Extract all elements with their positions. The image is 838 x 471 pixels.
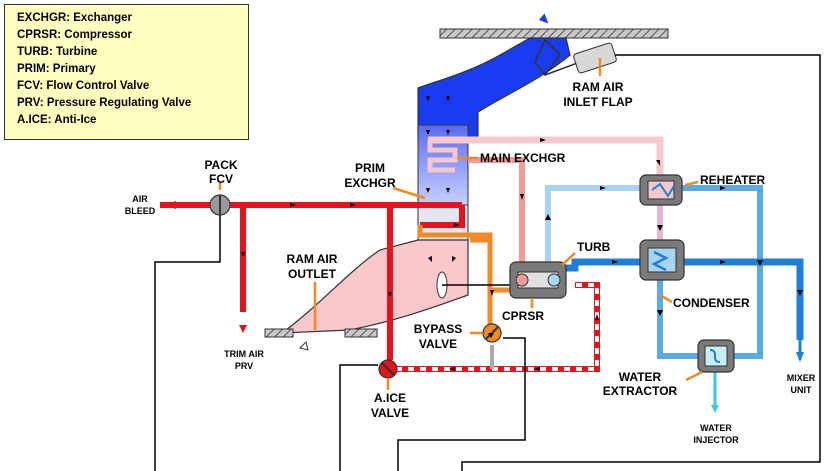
air-cycle-machine bbox=[509, 261, 567, 299]
legend-box: EXCHGR: Exchanger CPRSR: Compressor TURB… bbox=[4, 4, 249, 140]
trim-air-arrow bbox=[239, 325, 247, 333]
trim-air-label-1: TRIM AIR bbox=[224, 349, 264, 359]
prim-exchgr-label-1: PRIM bbox=[355, 161, 385, 175]
warm-air-lines bbox=[427, 136, 664, 265]
ram-air-inlet-flap-label-2: INLET FLAP bbox=[563, 95, 632, 109]
mixer-arrow bbox=[796, 352, 804, 362]
ram-air-inlet-flap-label-1: RAM AIR bbox=[573, 80, 624, 94]
water-extractor-label-1: WATER bbox=[619, 370, 662, 384]
reheater-label: REHEATER bbox=[700, 173, 765, 187]
ram-outlet-arrow bbox=[299, 341, 309, 351]
air-bleed-label-2: BLEED bbox=[125, 206, 156, 216]
diagram-labels: PACK FCV AIR BLEED TRIM AIR PRV RAM AIR … bbox=[125, 80, 816, 445]
prim-exchgr-label-2: EXCHGR bbox=[344, 176, 396, 190]
water-injector-label-1: WATER bbox=[700, 423, 732, 433]
main-exchgr-label: MAIN EXCHGR bbox=[480, 151, 566, 165]
trim-air-label-2: PRV bbox=[235, 361, 253, 371]
aice-valve-label-1: A.ICE bbox=[374, 391, 406, 405]
bypass-valve-label-1: BYPASS bbox=[414, 322, 462, 336]
cprsr-label: CPRSR bbox=[502, 309, 544, 323]
water-extractor-label-2: EXTRACTOR bbox=[603, 384, 678, 398]
legend-item: PRV: Pressure Regulating Valve bbox=[17, 97, 192, 109]
ram-air-duct bbox=[264, 28, 669, 338]
mixer-unit-label-1: MIXER bbox=[787, 373, 816, 383]
legend-item: TURB: Turbine bbox=[17, 46, 98, 58]
ram-outlet-structure-right bbox=[344, 328, 378, 338]
water-injector-label-2: INJECTOR bbox=[693, 435, 739, 445]
reheater-unit bbox=[639, 174, 683, 206]
turbine-wheel bbox=[547, 273, 561, 287]
pack-fcv-label-2: FCV bbox=[209, 172, 233, 186]
water-extractor-unit bbox=[697, 339, 735, 373]
leader-lines bbox=[218, 58, 703, 390]
ram-outlet-structure-left bbox=[264, 328, 294, 338]
legend-item: EXCHGR: Exchanger bbox=[17, 12, 133, 24]
condenser-label: CONDENSER bbox=[673, 296, 750, 310]
legend-item: PRIM: Primary bbox=[17, 63, 96, 75]
aice-valve bbox=[378, 359, 398, 379]
compressor-wheel bbox=[515, 273, 529, 287]
ram-inlet-structure bbox=[439, 28, 669, 39]
pack-fcv-label-1: PACK bbox=[204, 158, 237, 172]
legend-item: A.ICE: Anti-Ice bbox=[17, 114, 97, 126]
air-bleed-label-1: AIR bbox=[132, 194, 148, 204]
ram-inlet-arrow bbox=[538, 13, 549, 24]
ram-air-outlet-label-1: RAM AIR bbox=[287, 252, 338, 266]
aice-valve-label-2: VALVE bbox=[371, 406, 409, 420]
water-injector-arrow bbox=[711, 405, 719, 413]
pack-fcv-valve bbox=[209, 194, 231, 216]
inlet-flap-actuator-body bbox=[573, 42, 617, 74]
ram-inlet-duct bbox=[417, 37, 571, 141]
ram-air-outlet-label-2: OUTLET bbox=[288, 267, 337, 281]
mixer-unit-label-2: UNIT bbox=[791, 385, 812, 395]
air-bleed-arrow bbox=[176, 202, 184, 208]
bypass-valve-label-2: VALVE bbox=[419, 337, 457, 351]
anti-ice-line bbox=[396, 282, 600, 372]
condenser-unit bbox=[639, 239, 685, 281]
legend-item: FCV: Flow Control Valve bbox=[17, 80, 150, 92]
legend-item: CPRSR: Compressor bbox=[17, 29, 133, 41]
flow-arrows bbox=[164, 13, 804, 413]
turb-label: TURB bbox=[577, 240, 611, 254]
control-lines bbox=[154, 54, 821, 471]
ram-inlet-flap-actuator bbox=[534, 38, 617, 77]
